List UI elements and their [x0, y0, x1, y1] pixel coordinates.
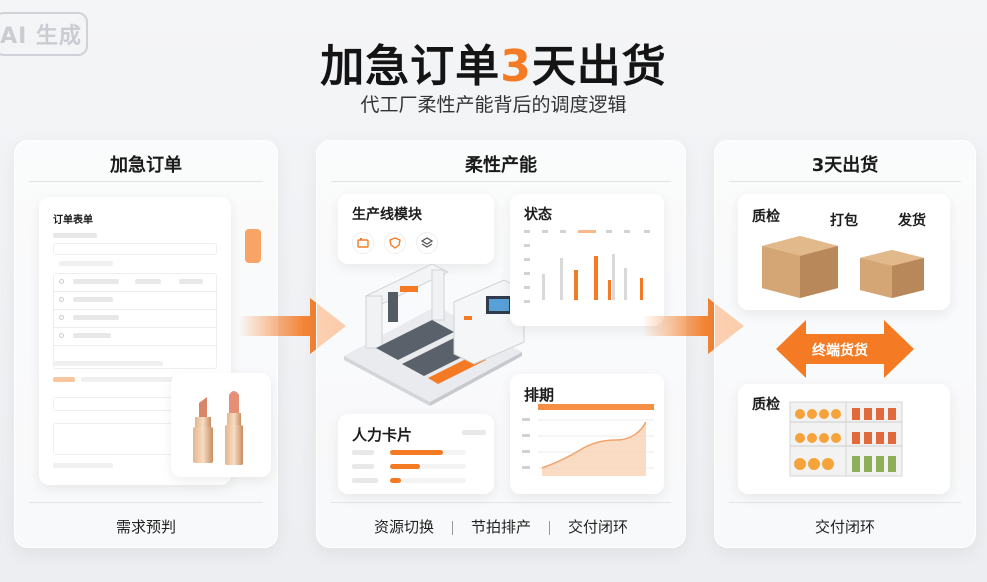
panel-order-footer: 需求预判 — [115, 518, 176, 536]
form-cell — [73, 279, 119, 284]
factory-icon — [352, 232, 374, 254]
label-ship: 发货 — [898, 213, 926, 229]
title-highlight: 3 — [500, 41, 532, 92]
shelf-icon — [789, 401, 903, 477]
panel-capacity-title: 柔性产能 — [465, 155, 537, 176]
footer-resource-switch: 资源切换 — [373, 518, 434, 536]
divider — [729, 181, 961, 182]
footer-separator — [549, 520, 550, 535]
panel-capacity-footer: 资源切换 节拍排产 交付闭环 — [317, 516, 685, 537]
order-form-title: 订单表单 — [53, 215, 93, 226]
form-radio — [59, 333, 64, 338]
form-radio — [59, 315, 64, 320]
labor-bar — [390, 450, 466, 455]
label-pack: 打包 — [830, 213, 858, 229]
divider — [29, 181, 263, 182]
form-radio — [59, 279, 64, 284]
form-side-tab — [245, 229, 261, 263]
labor-label — [352, 478, 378, 483]
panel-shipping-title: 3天出货 — [811, 155, 879, 176]
label-qc: 质检 — [752, 209, 780, 225]
form-line — [53, 361, 163, 366]
labor-bar — [390, 478, 466, 483]
form-line — [53, 233, 97, 238]
status-title: 状态 — [524, 207, 552, 223]
form-cell — [73, 315, 119, 320]
form-table — [53, 273, 217, 369]
layers-icon — [416, 232, 438, 254]
form-radio — [59, 297, 64, 302]
schedule-title: 排期 — [524, 386, 555, 404]
form-cell — [73, 333, 111, 338]
double-arrow-icon — [776, 320, 914, 378]
form-table-row — [53, 309, 217, 310]
qc-shelf-card: 质检 — [738, 384, 950, 494]
footer-beat-scheduling: 节拍排产 — [470, 518, 531, 536]
form-table-row — [53, 345, 217, 346]
footer-delivery-loop: 交付闭环 — [568, 518, 629, 536]
divider — [331, 181, 671, 182]
panel-order: 加急订单 订单表单 — [14, 140, 278, 548]
form-field — [53, 243, 217, 255]
title-part-1: 加急订单 — [320, 41, 501, 92]
panel-shipping-footer: 交付闭环 — [814, 518, 875, 536]
form-line — [53, 463, 113, 468]
labor-label — [352, 464, 374, 469]
form-line — [81, 377, 181, 382]
ai-badge: AI 生成 — [0, 12, 88, 56]
box-icon — [762, 236, 924, 298]
form-cell — [73, 297, 113, 302]
labor-title: 人力卡片 — [352, 426, 413, 444]
divider — [331, 502, 671, 503]
schedule-chart — [522, 404, 654, 476]
production-line-title: 生产线模块 — [352, 207, 422, 223]
page-subtitle: 代工厂柔性产能背后的调度逻辑 — [360, 94, 627, 116]
terminal-label: 终端货货 — [812, 343, 868, 359]
production-line-card: 生产线模块 — [338, 194, 494, 264]
form-cell — [179, 279, 203, 284]
divider — [29, 502, 263, 503]
shield-icon — [384, 232, 406, 254]
page-title: 加急订单3天出货 — [0, 30, 987, 94]
labor-tag — [462, 430, 486, 435]
form-cell — [135, 279, 161, 284]
schedule-card: 排期 — [510, 374, 664, 494]
qc-pack-ship-card: 质检 打包 发货 — [738, 194, 950, 310]
form-line — [59, 261, 113, 266]
status-grid — [524, 230, 650, 303]
panel-order-title: 加急订单 — [110, 155, 182, 176]
production-machine-illustration — [344, 263, 525, 406]
divider — [729, 502, 961, 503]
form-table-row — [53, 291, 217, 292]
form-highlight — [53, 377, 75, 382]
line-icons — [352, 232, 438, 254]
labor-card: 人力卡片 — [338, 414, 494, 494]
form-table-row — [53, 327, 217, 328]
lipstick-icon — [193, 391, 243, 465]
labor-label — [352, 450, 374, 455]
footer-separator — [451, 520, 453, 535]
label-qc-bottom: 质检 — [752, 397, 780, 413]
title-part-2: 天出货 — [531, 41, 667, 92]
status-card: 状态 — [510, 194, 664, 326]
lipstick-card — [171, 373, 271, 477]
labor-bar — [390, 464, 466, 469]
